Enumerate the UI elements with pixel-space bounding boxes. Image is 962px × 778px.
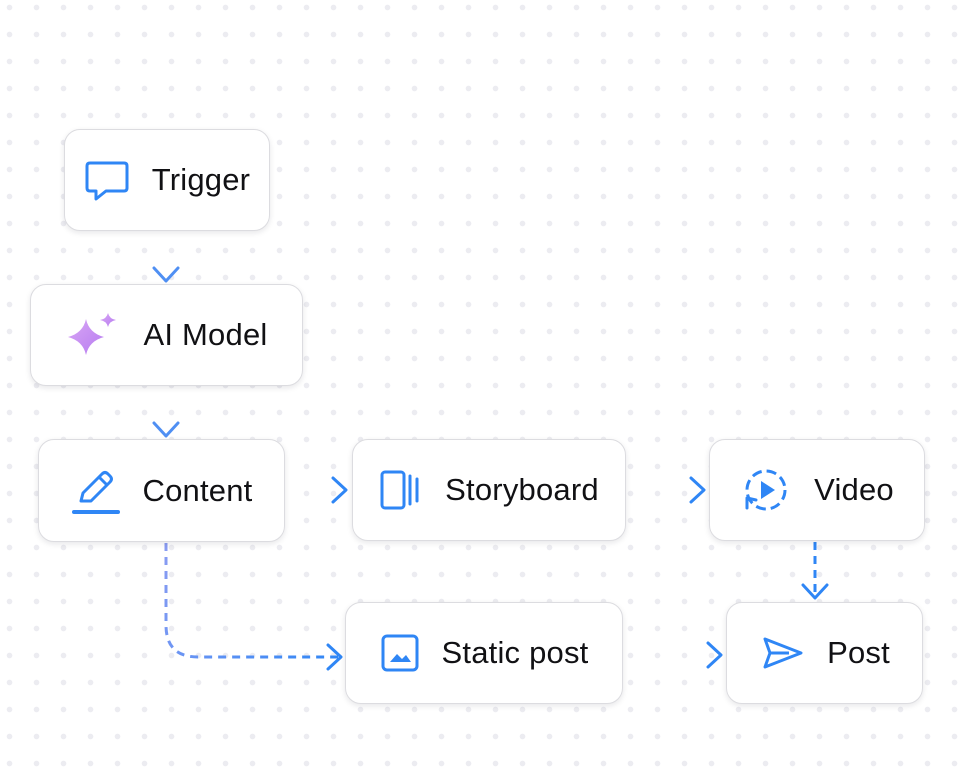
edge-static-post-to-post [624,641,723,669]
sparkle-icon [66,311,122,359]
edge-content-to-storyboard [286,476,348,504]
node-video[interactable]: Video [709,439,925,541]
node-label-ai-model: AI Model [143,317,268,352]
edge-storyboard-to-video [627,476,706,504]
node-label-post: Post [827,635,890,670]
node-label-static-post: Static post [441,635,589,670]
edge-ai-model-to-content [152,387,180,438]
node-content[interactable]: Content [38,439,285,542]
image-icon [380,633,420,673]
send-icon [759,635,805,671]
chat-bubble-icon [84,158,130,202]
node-label-storyboard: Storyboard [445,472,599,507]
node-post[interactable]: Post [726,602,923,704]
play-circle-icon [740,464,792,516]
edge-trigger-to-ai-model [152,232,180,283]
node-static-post[interactable]: Static post [345,602,623,704]
node-ai-model[interactable]: AI Model [30,284,303,386]
node-label-video: Video [814,472,894,507]
pencil-icon [71,465,121,517]
node-trigger[interactable]: Trigger [64,129,270,231]
node-label-content: Content [142,472,253,508]
edge-content-to-static-post [164,543,343,671]
edge-video-to-post [801,542,829,600]
node-label-trigger: Trigger [151,162,251,197]
storyboard-icon [379,467,423,513]
node-storyboard[interactable]: Storyboard [352,439,626,541]
